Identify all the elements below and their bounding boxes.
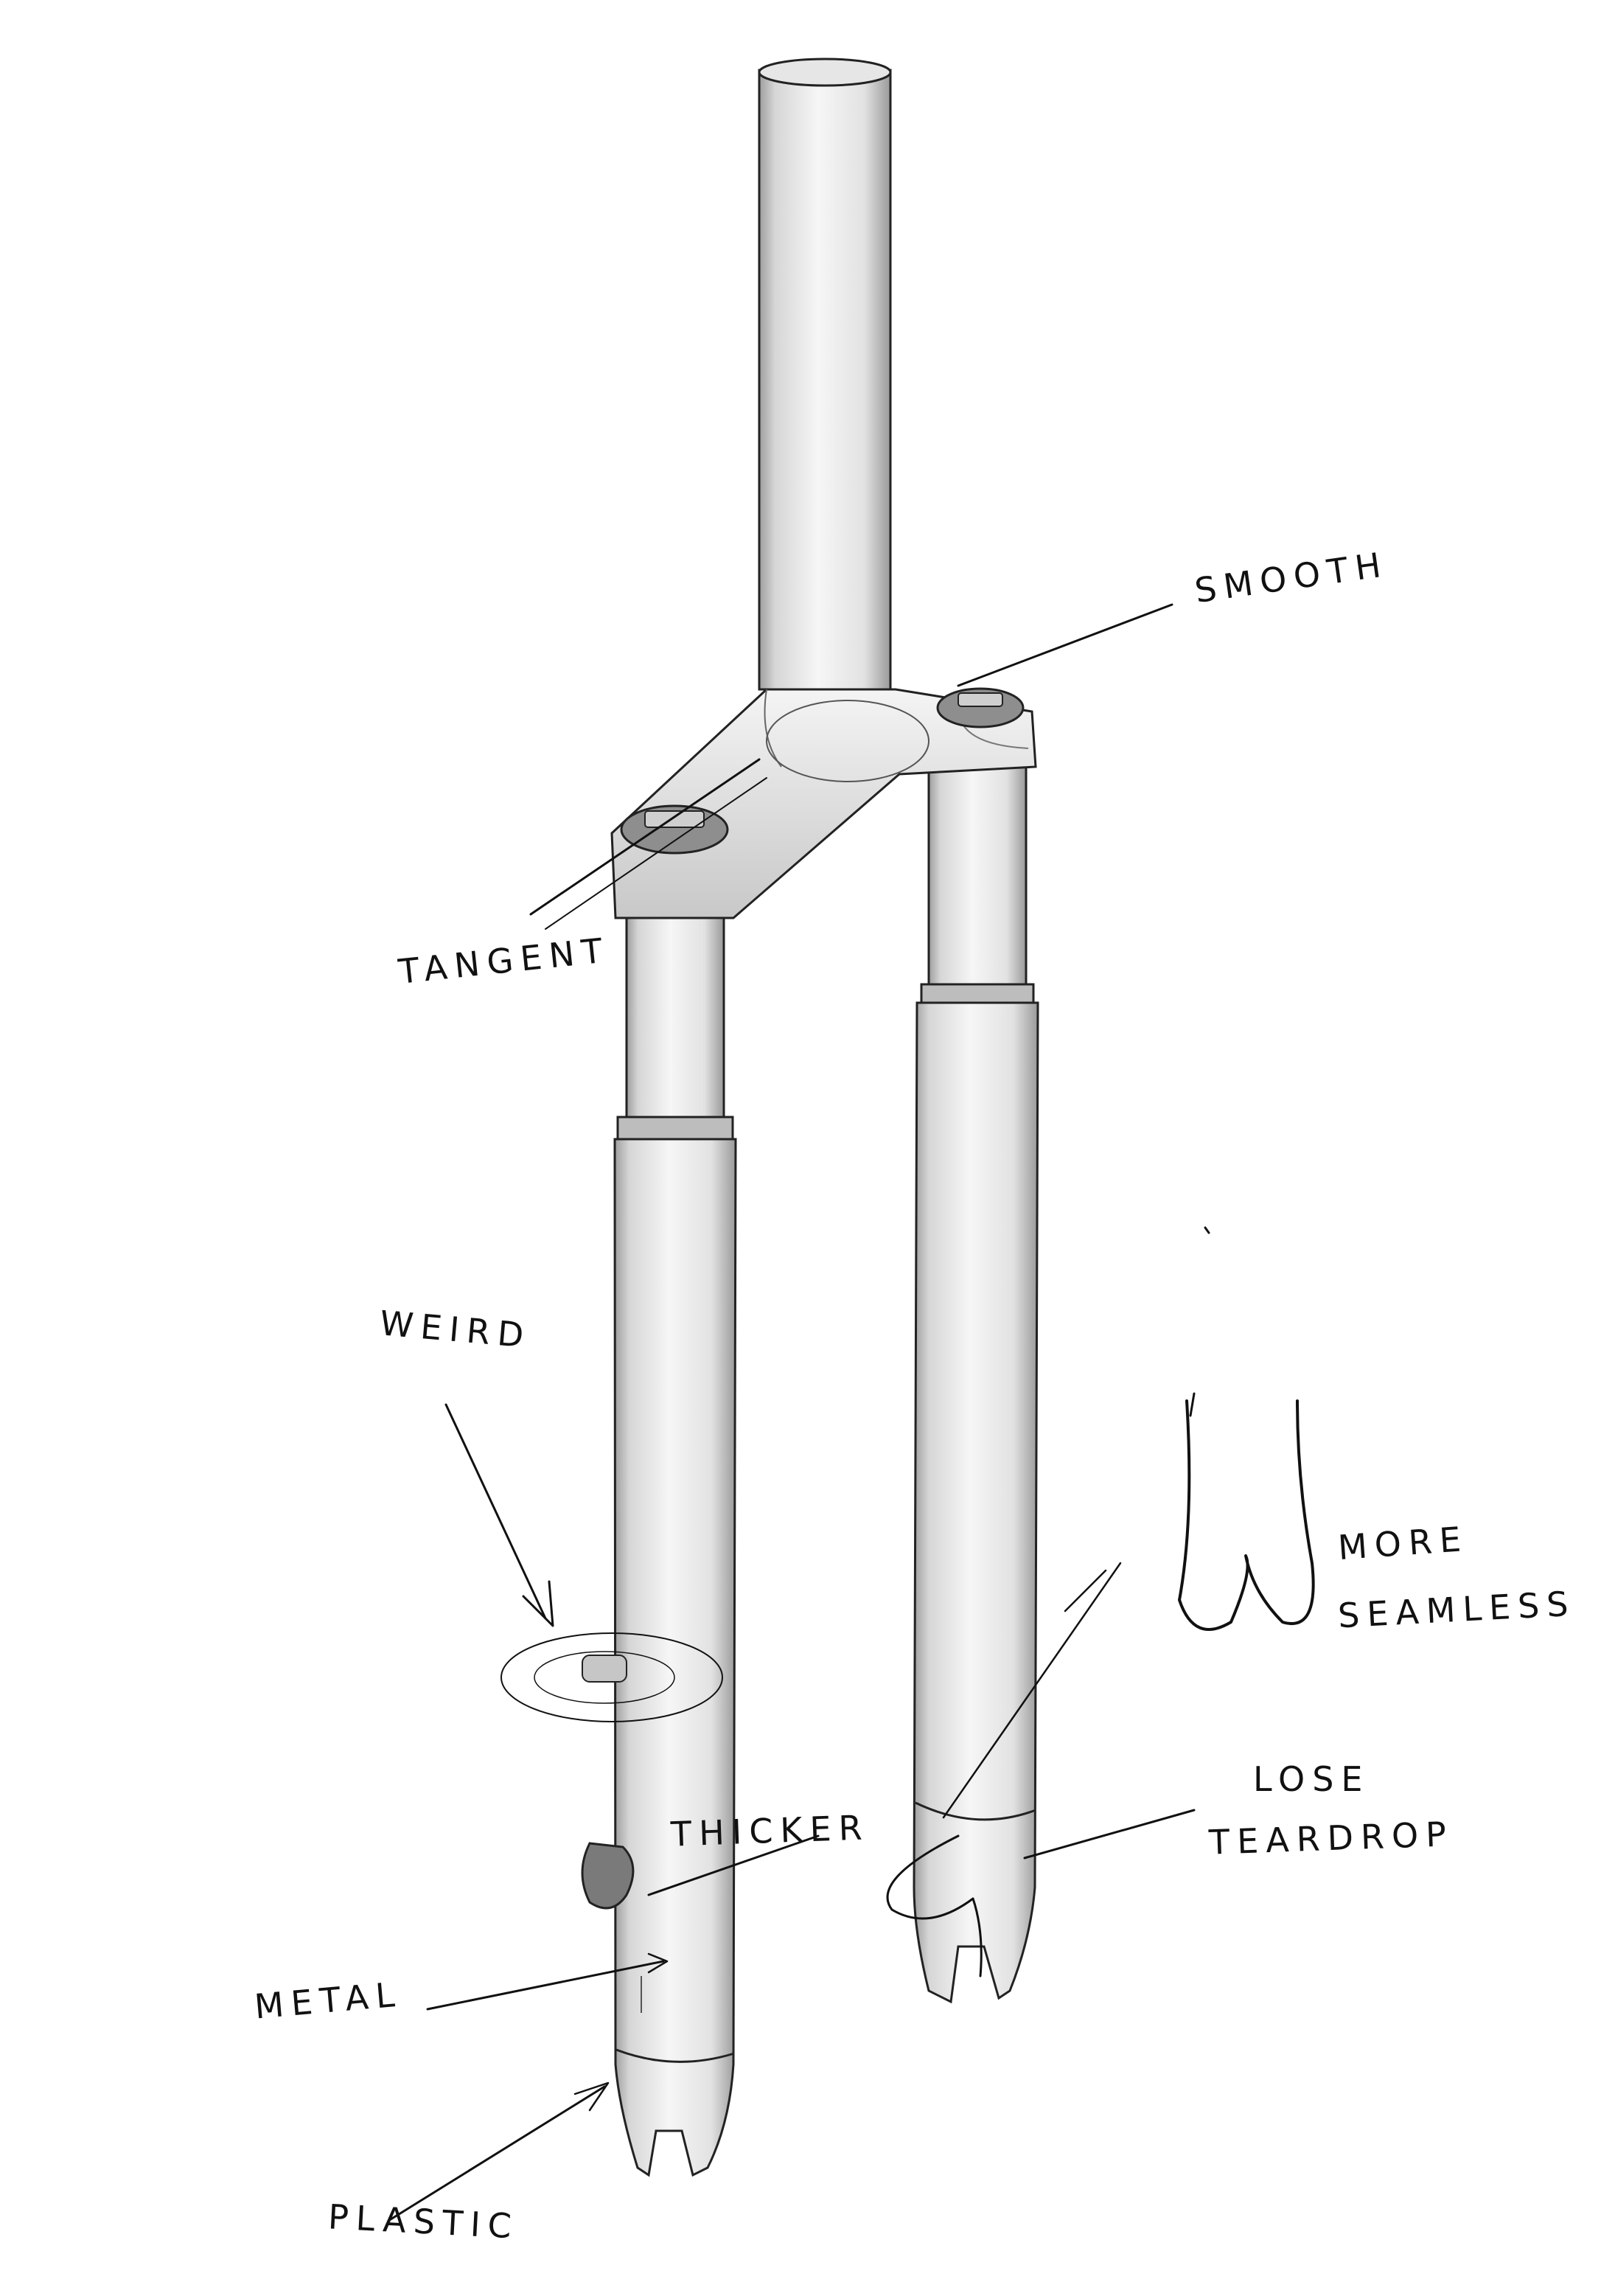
note-plastic: PLASTIC — [327, 2196, 520, 2247]
left-lower-leg — [581, 1138, 737, 2177]
sketch-markings — [389, 603, 1315, 2221]
note-teardrop: TEARDROP — [1208, 1814, 1454, 1862]
left-stanchion — [616, 891, 734, 1142]
note-lose: LOSE — [1253, 1759, 1370, 1799]
right-lower-leg — [913, 1001, 1039, 2004]
right-stanchion — [920, 765, 1035, 1008]
note-more: MORE — [1336, 1518, 1470, 1568]
fork-crown — [610, 687, 1037, 919]
steerer-tube — [758, 58, 892, 691]
note-thicker: THICKER — [670, 1807, 871, 1854]
